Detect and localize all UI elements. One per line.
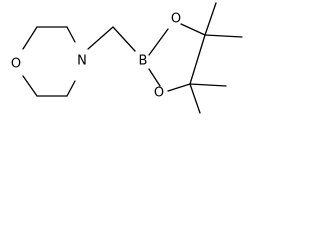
ring-oxygen-top-label: O — [171, 12, 181, 27]
bond-b-o-bottom — [148, 68, 161, 87]
methyl-top-right-bond — [204, 34, 243, 38]
bond-c-o-upper-left — [22, 26, 38, 50]
chemical-structure-diagram: O N B O O — [11, 2, 243, 114]
methyl-bottom-down-bond — [189, 83, 201, 114]
bond-o-c-lower-left — [22, 75, 38, 97]
bond-c-n-lower-right — [66, 80, 76, 97]
bond-b-o-top — [148, 28, 169, 56]
morpholine-nitrogen-label: N — [77, 54, 87, 69]
boron-label: B — [139, 54, 148, 69]
ring-oxygen-bottom-label: O — [154, 86, 164, 101]
methyl-top-up-bond — [204, 2, 217, 36]
bond-o-bottom-c — [167, 83, 191, 92]
methyl-groups — [189, 2, 243, 114]
bond-n-ch2 — [87, 26, 114, 50]
bond-c-c-ring — [189, 34, 206, 85]
bond-n-c-upper-right — [66, 26, 76, 43]
methyl-bottom-right-bond — [189, 83, 227, 87]
morpholine-oxygen-label: O — [11, 57, 21, 72]
pinacol-boronate-ring — [148, 23, 206, 92]
morpholine-ring — [22, 26, 76, 97]
bond-ch2-b — [112, 26, 136, 52]
bond-o-top-c — [180, 23, 206, 36]
